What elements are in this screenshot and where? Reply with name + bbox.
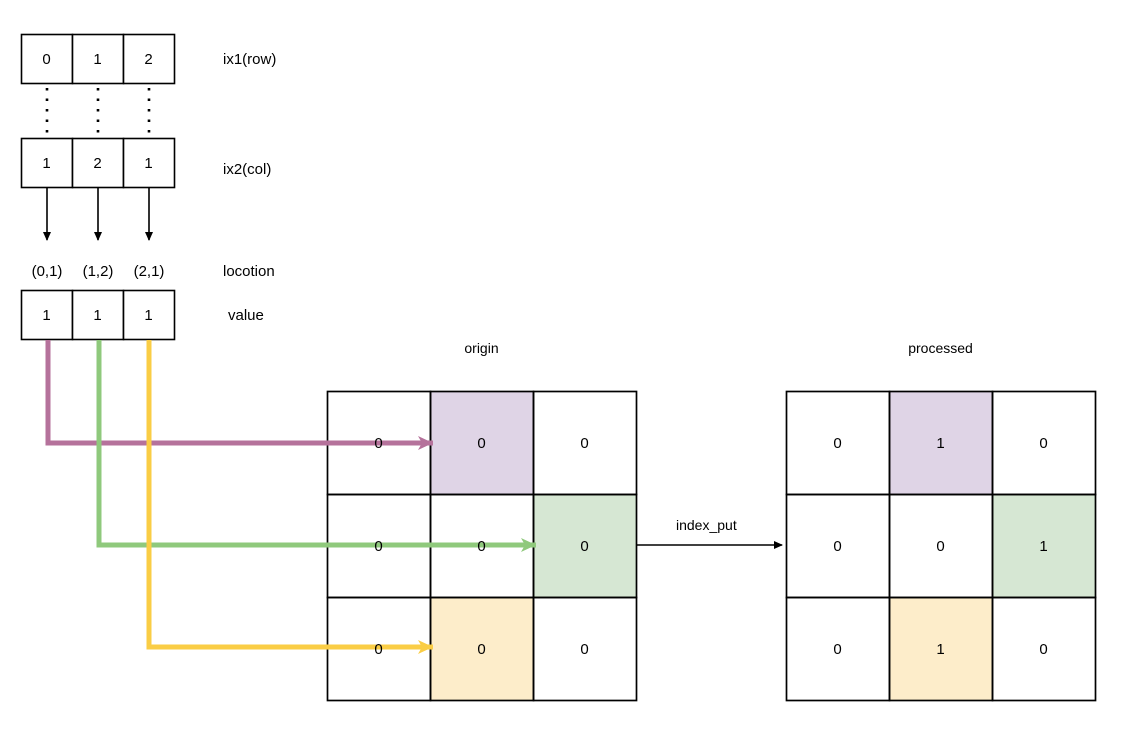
connector-purple (45, 340, 433, 450)
processed-cell-2-1: 1 (936, 641, 945, 658)
processed-cell-highlight-yellow (889, 597, 992, 700)
ix1-row-boxes (20, 33, 176, 85)
ix2-cell-2: 1 (144, 155, 153, 172)
location-0: (0,1) (31, 263, 63, 280)
dotted-connectors (45, 88, 151, 137)
processed-cell-0-2: 0 (1039, 435, 1048, 452)
processed-cell-1-0: 0 (833, 538, 842, 555)
ix1-cell-1: 1 (93, 51, 102, 68)
origin-cell-1-0: 0 (374, 538, 383, 555)
processed-cell-highlight-green (992, 494, 1095, 597)
value-label: value (228, 307, 264, 324)
origin-cell-1-1: 0 (477, 538, 486, 555)
value-cell-2: 1 (144, 307, 153, 324)
processed-matrix-title: processed (908, 340, 973, 356)
origin-cell-highlight-green (533, 494, 636, 597)
value-cell-1: 1 (93, 307, 102, 324)
processed-matrix-highlights (889, 391, 1095, 700)
processed-cell-1-1: 0 (936, 538, 945, 555)
connector-yellow (146, 340, 433, 654)
processed-cell-2-2: 0 (1039, 641, 1048, 658)
ix2-row-boxes (20, 137, 176, 189)
ix1-cell-0: 0 (42, 51, 51, 68)
origin-matrix-highlights (430, 391, 636, 700)
origin-cell-0-1: 0 (477, 435, 486, 452)
processed-cell-0-0: 0 (833, 435, 842, 452)
origin-cell-2-2: 0 (580, 641, 589, 658)
origin-cell-0-2: 0 (580, 435, 589, 452)
ix1-cell-2: 2 (144, 51, 153, 68)
origin-cell-2-0: 0 (374, 641, 383, 658)
origin-cell-2-1: 0 (477, 641, 486, 658)
ix2-cell-1: 2 (93, 155, 102, 172)
processed-cell-2-0: 0 (833, 641, 842, 658)
processed-cell-1-2: 1 (1039, 538, 1048, 555)
value-cell-0: 1 (42, 307, 51, 324)
location-2: (2,1) (133, 263, 165, 280)
ix2-cell-0: 1 (42, 155, 51, 172)
processed-cell-0-1: 1 (936, 435, 945, 452)
index-to-location-arrows (43, 188, 153, 241)
processed-matrix-grid (785, 390, 1097, 702)
origin-cell-highlight-purple (430, 391, 533, 494)
origin-cell-0-0: 0 (374, 435, 383, 452)
origin-cell-highlight-yellow (430, 597, 533, 700)
location-label: locotion (223, 263, 275, 280)
processed-cell-highlight-purple (889, 391, 992, 494)
ix2-col-label: ix2(col) (223, 161, 272, 178)
origin-cell-1-2: 0 (580, 538, 589, 555)
connector-green (96, 340, 536, 552)
location-1: (1,2) (82, 263, 114, 280)
ix1-row-label: ix1(row) (223, 51, 277, 68)
origin-matrix-title: origin (464, 340, 499, 356)
index-put-label: index_put (676, 517, 737, 533)
value-row-boxes (20, 289, 176, 341)
